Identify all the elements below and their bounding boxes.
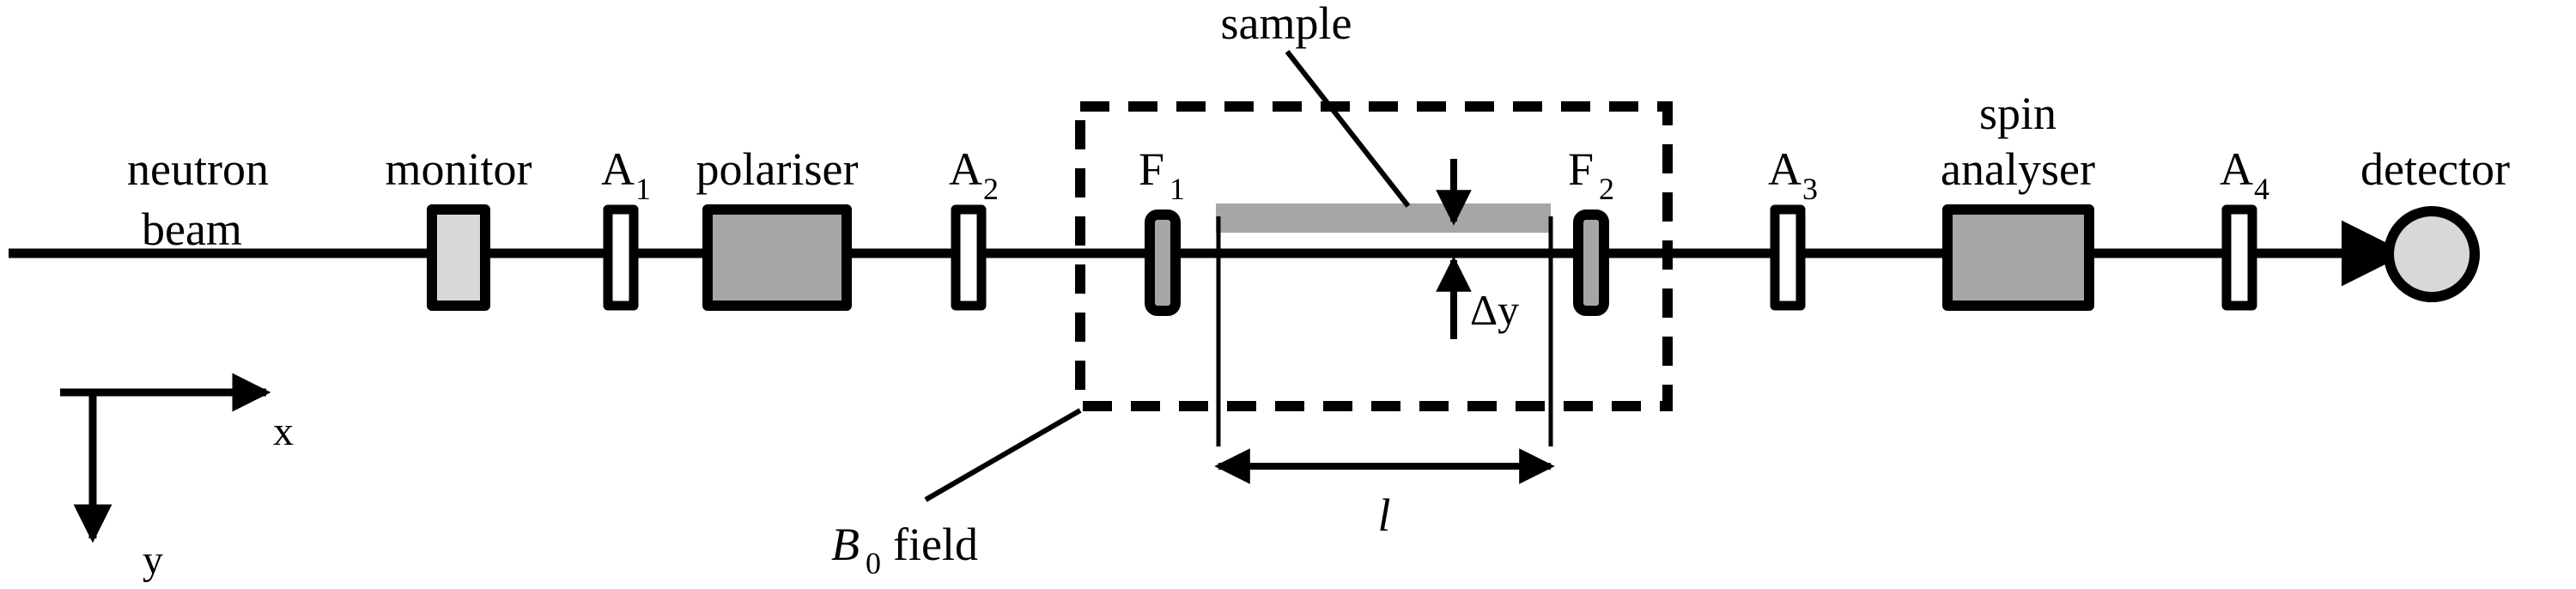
axis-x-label: x (273, 409, 294, 454)
flipper-f1-component[interactable] (1145, 209, 1181, 316)
aperture-a4-label: A (2220, 143, 2253, 195)
spin-analyser-label-line2: analyser (1941, 143, 2095, 195)
detector-component[interactable] (2384, 206, 2480, 302)
aperture-a4-component[interactable] (2221, 204, 2257, 311)
aperture-a2-component[interactable] (951, 204, 987, 311)
flipper-f1-label: F (1139, 143, 1164, 195)
b0-field-subscript: 0 (866, 546, 881, 580)
aperture-a3-subscript: 3 (1802, 172, 1818, 206)
detector-label: detector (2360, 143, 2510, 195)
flipper-f1-subscript: 1 (1170, 172, 1185, 206)
b0-field-word: field (893, 519, 978, 570)
neutron-beam-label-line1: neutron (127, 143, 269, 195)
axis-y-label: y (143, 537, 163, 583)
aperture-a4-subscript: 4 (2254, 172, 2269, 206)
polariser-component[interactable] (702, 204, 852, 311)
spin-analyser-component[interactable] (1942, 204, 2094, 311)
monitor-label: monitor (386, 143, 532, 195)
spin-analyser-label-line1: spin (1979, 88, 2057, 139)
neutron-beam-label-line2: beam (142, 203, 242, 255)
sample-bar[interactable] (1216, 203, 1551, 233)
aperture-a1-label: A (601, 143, 635, 195)
aperture-a2-subscript: 2 (983, 172, 999, 206)
flipper-f2-label: F (1568, 143, 1594, 195)
b0-field-leader-line (924, 408, 1082, 502)
flipper-f2-subscript: 2 (1599, 172, 1614, 206)
aperture-a1-component[interactable] (603, 204, 639, 311)
length-label: l (1377, 489, 1390, 541)
b0-field-region (1075, 101, 1673, 411)
aperture-a2-label: A (949, 143, 982, 195)
aperture-a3-label: A (1768, 143, 1801, 195)
sample-label: sample (1221, 0, 1352, 49)
delta-y-label: Δy (1470, 286, 1519, 334)
aperture-a1-subscript: 1 (635, 172, 651, 206)
b0-field-symbol: B (831, 519, 860, 570)
polariser-label: polariser (696, 143, 859, 195)
aperture-a3-component[interactable] (1770, 204, 1806, 311)
flipper-f2-component[interactable] (1573, 209, 1609, 316)
monitor-component[interactable] (427, 204, 490, 311)
sample-leader-line (1285, 50, 1411, 208)
